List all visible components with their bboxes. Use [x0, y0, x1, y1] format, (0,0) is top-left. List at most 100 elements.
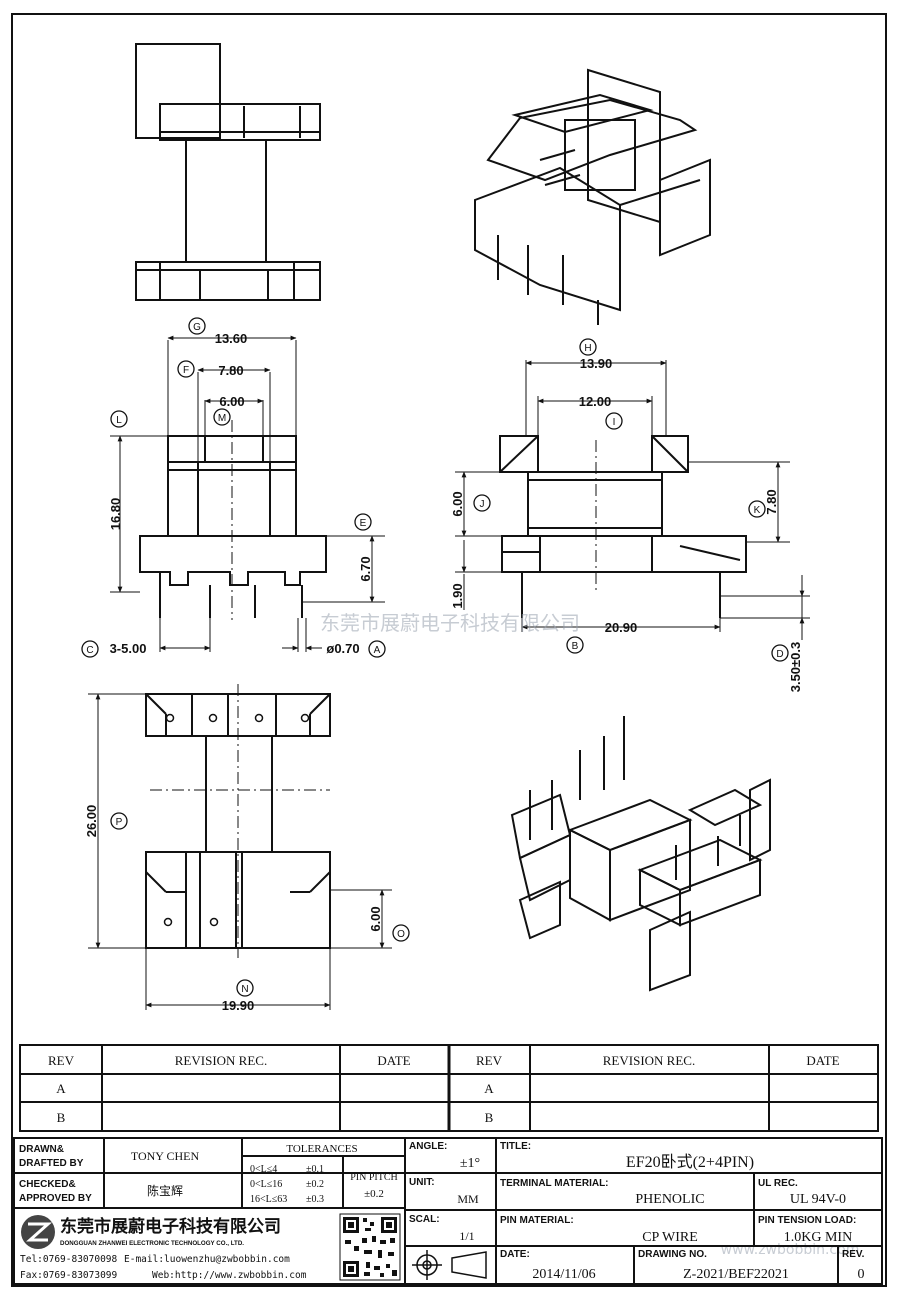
tol-row-2-range: 0<L≤16: [250, 1179, 282, 1190]
title-label: TITLE:: [500, 1141, 531, 1152]
rev-row-b-left: B: [57, 1110, 66, 1125]
dim-e-value: 6.70: [358, 556, 373, 581]
tol-row-2-value: ±0.2: [306, 1179, 324, 1190]
dim-n-value: 19.90: [222, 998, 255, 1013]
checked-value: 陈宝辉: [147, 1183, 183, 1198]
pin-tension-label: PIN TENSION LOAD:: [758, 1215, 856, 1226]
revision-rec-header-2: REVISION REC.: [603, 1053, 695, 1068]
callout-p: P: [116, 817, 123, 828]
rev-header-1: REV: [48, 1053, 75, 1068]
callout-b: B: [572, 641, 579, 652]
pin-holes-bottom-view: [163, 713, 310, 927]
tol-row-1-range: 0<L≤4: [250, 1164, 277, 1175]
pin-material-label: PIN MATERIAL:: [500, 1215, 574, 1226]
dim-k-value: 7.80: [764, 489, 779, 514]
callout-g: G: [193, 322, 201, 333]
company-name-cn: 东莞市展蔚电子科技有限公司: [60, 1216, 281, 1237]
dim-l-value: 16.80: [108, 498, 123, 531]
ul-rec-label: UL REC.: [758, 1178, 798, 1189]
tol-row-3-value: ±0.3: [306, 1194, 324, 1205]
view-iso-top-right: [474, 68, 711, 325]
callout-n: N: [241, 984, 248, 995]
ul-rec-value: UL 94V-0: [790, 1192, 846, 1207]
company-logo-icon: [21, 1215, 55, 1249]
dim-p-value: 26.00: [84, 805, 99, 838]
company-email: E-mail:luowenzhu@zwbobbin.com: [124, 1254, 290, 1265]
pin-material-value: CP WIRE: [642, 1230, 698, 1245]
callout-f: F: [183, 365, 189, 376]
unit-value: MM: [457, 1192, 479, 1206]
view-top-left: [135, 43, 321, 301]
drawn-value: TONY CHEN: [131, 1149, 200, 1163]
dim-o-value: 6.00: [368, 906, 383, 931]
dim-c-value: 3-5.00: [110, 641, 147, 656]
dim-h-value: 13.90: [580, 356, 613, 371]
scal-label: SCAL:: [409, 1214, 440, 1225]
dim-d-value: 3.50±0.3: [788, 642, 803, 693]
projection-symbol-icon: [412, 1250, 487, 1280]
rev-row-a-left: A: [56, 1081, 66, 1096]
dim-m-value: 6.00: [219, 394, 244, 409]
scal-value: 1/1: [459, 1229, 474, 1243]
dim-g-value: 13.60: [215, 331, 248, 346]
dim-190-value: 1.90: [450, 583, 465, 608]
view-iso-bottom-right: [510, 716, 771, 992]
company-tel: Tel:0769-83070098: [20, 1254, 118, 1265]
callout-c: C: [86, 645, 93, 656]
angle-label: ANGLE:: [409, 1141, 447, 1152]
company-web: Web:http://www.zwbobbin.com: [152, 1270, 307, 1281]
revision-rec-header-1: REVISION REC.: [175, 1053, 267, 1068]
date-label: DATE:: [500, 1249, 530, 1260]
drawing-no-value: Z-2021/BEF22021: [683, 1267, 789, 1282]
date-value: 2014/11/06: [532, 1267, 595, 1282]
pin-pitch-value: ±0.2: [364, 1188, 384, 1200]
terminal-material-value: PHENOLIC: [635, 1192, 704, 1207]
view-front-left: [139, 435, 327, 618]
dim-j-value: 6.00: [450, 491, 465, 516]
drawing-title: EF20卧式(2+4PIN): [626, 1153, 754, 1171]
rev-header-2: REV: [476, 1053, 503, 1068]
rev-value: 0: [858, 1267, 865, 1282]
view-side-right: [499, 435, 747, 618]
checked-label-line1: CHECKED&: [19, 1179, 76, 1190]
callout-m: M: [218, 413, 226, 424]
pin-pitch-label: PIN PITCH: [350, 1172, 398, 1183]
company-fax: Fax:0769-83073099: [20, 1270, 118, 1281]
callout-circles: [81, 317, 789, 997]
dim-b-value: 20.90: [605, 620, 638, 635]
title-block-grid: [13, 1137, 883, 1285]
pin-tension-value: 1.0KG MIN: [784, 1230, 852, 1245]
drawn-label-line1: DRAWN&: [19, 1144, 64, 1155]
qr-code-icon: [339, 1213, 401, 1281]
view-bottom-left: [145, 693, 331, 949]
tolerances-label: TOLERANCES: [286, 1143, 357, 1155]
angle-value: ±1°: [460, 1156, 480, 1171]
tol-row-3-range: 16<L≤63: [250, 1194, 287, 1205]
rev-label: REV.: [842, 1249, 865, 1260]
revision-table: [19, 1044, 879, 1132]
callout-e: E: [360, 518, 367, 529]
terminal-material-label: TERMINAL MATERIAL:: [500, 1178, 609, 1189]
centerlines-bottom-view: [150, 684, 330, 958]
date-header-1: DATE: [377, 1053, 410, 1068]
callout-j: J: [480, 499, 485, 510]
unit-label: UNIT:: [409, 1177, 435, 1188]
callout-o: O: [397, 929, 405, 940]
callout-h: H: [584, 343, 591, 354]
date-header-2: DATE: [806, 1053, 839, 1068]
dims-bottom-view: [88, 693, 392, 1010]
rev-row-a-right: A: [484, 1081, 494, 1096]
tol-row-1-value: ±0.1: [306, 1164, 324, 1175]
dim-a-value: ø0.70: [326, 641, 359, 656]
callout-i: I: [613, 417, 616, 428]
drawn-label-line2: DRAFTED BY: [19, 1158, 84, 1169]
dims-front-left: [110, 335, 385, 652]
sheet-border: [11, 13, 887, 1287]
dim-f-value: 7.80: [218, 363, 243, 378]
dims-side-right: [455, 360, 810, 640]
callout-d: D: [776, 649, 783, 660]
callout-k: K: [754, 505, 761, 516]
callout-a: A: [374, 645, 381, 656]
dim-i-value: 12.00: [579, 394, 612, 409]
